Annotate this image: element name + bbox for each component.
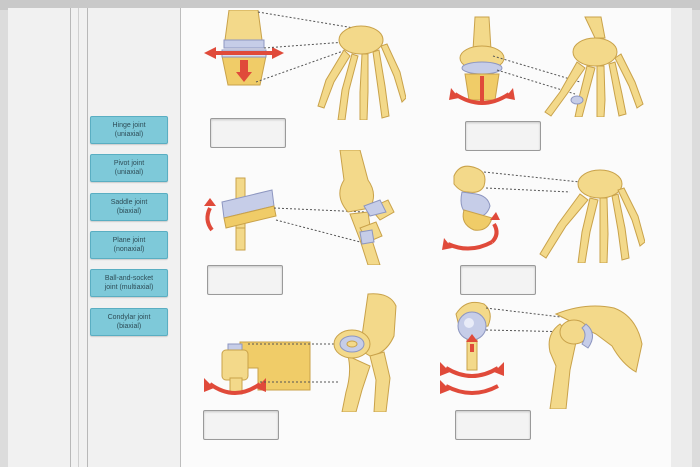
label-name: Ball-and-socket xyxy=(104,275,154,282)
label-name: Hinge joint xyxy=(112,122,146,129)
drop-target-4[interactable] xyxy=(460,265,536,295)
label-hinge-joint[interactable]: Hinge joint (uniaxial) xyxy=(90,116,168,144)
label-ball-and-socket-joint[interactable]: Ball-and-socket joint (multiaxial) xyxy=(90,269,168,297)
condylar-joint-hand-icon xyxy=(445,12,645,117)
drop-target-6[interactable] xyxy=(455,410,531,440)
label-axis: (biaxial) xyxy=(116,323,142,330)
column-divider xyxy=(70,8,71,467)
label-name: Saddle joint xyxy=(110,199,148,206)
label-name: Plane joint xyxy=(112,237,146,244)
label-name: Pivot joint xyxy=(113,160,145,167)
label-pivot-joint[interactable]: Pivot joint (uniaxial) xyxy=(90,154,168,182)
label-axis: (uniaxial) xyxy=(114,169,144,176)
label-axis: (nonaxial) xyxy=(113,246,145,253)
drop-target-5[interactable] xyxy=(203,410,279,440)
hinge-joint-hand-icon xyxy=(196,10,406,120)
label-axis: (uniaxial) xyxy=(114,131,144,138)
plane-joint-elbow-icon xyxy=(200,150,400,265)
label-axis: joint (multiaxial) xyxy=(104,284,154,291)
drop-target-2[interactable] xyxy=(465,121,541,151)
drop-target-3[interactable] xyxy=(207,265,283,295)
label-plane-joint[interactable]: Plane joint (nonaxial) xyxy=(90,231,168,259)
column-divider xyxy=(78,8,79,467)
label-saddle-joint[interactable]: Saddle joint (biaxial) xyxy=(90,193,168,221)
label-name: Condylar joint xyxy=(107,314,151,321)
saddle-joint-hand-icon xyxy=(440,158,645,263)
ball-and-socket-shoulder-icon xyxy=(436,294,646,409)
label-axis: (biaxial) xyxy=(116,208,142,215)
pivot-joint-elbow-icon xyxy=(200,292,410,412)
label-condylar-joint[interactable]: Condylar joint (biaxial) xyxy=(90,308,168,336)
column-divider xyxy=(87,8,88,467)
right-margin xyxy=(671,8,692,467)
top-strip xyxy=(0,0,700,10)
drop-target-1[interactable] xyxy=(210,118,286,148)
